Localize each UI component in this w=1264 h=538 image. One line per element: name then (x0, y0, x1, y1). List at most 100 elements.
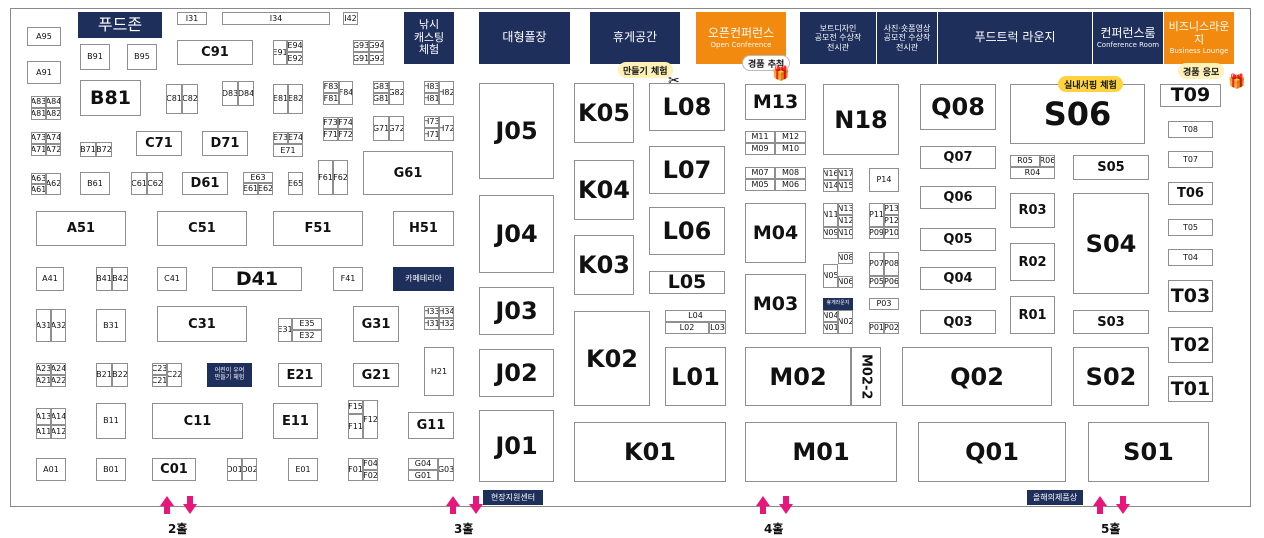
booth-e31[interactable]: E31 (278, 318, 292, 342)
booth-g94[interactable]: G94 (369, 40, 384, 52)
booth-e35[interactable]: E35 (292, 318, 322, 330)
booth-s02[interactable]: S02 (1073, 347, 1149, 406)
booth-b71[interactable]: B71 (80, 142, 96, 157)
booth-e94[interactable]: E94 (287, 40, 303, 52)
booth-c23[interactable]: C23 (152, 363, 167, 375)
booth-g04[interactable]: G04 (408, 458, 438, 470)
booth-c81[interactable]: C81 (166, 84, 182, 114)
booth-a91[interactable]: A91 (27, 61, 61, 84)
booth-g31[interactable]: G31 (353, 306, 399, 342)
award-gift-corner[interactable]: 올해의제품상 (1027, 490, 1083, 505)
booth-a73[interactable]: A73 (31, 132, 46, 144)
booth-n08[interactable]: N08 (838, 252, 853, 264)
booth-m12[interactable]: M12 (775, 131, 806, 143)
booth-a95[interactable]: A95 (27, 27, 61, 46)
booth-e92[interactable]: E92 (287, 52, 303, 65)
booth-s05[interactable]: S05 (1073, 155, 1149, 180)
booth-a01[interactable]: A01 (36, 458, 66, 481)
booth-n10[interactable]: N10 (838, 227, 853, 239)
booth-n09[interactable]: N09 (823, 227, 838, 239)
booth-a12[interactable]: A12 (51, 425, 66, 439)
booth-b01[interactable]: B01 (96, 458, 126, 481)
booth-n18[interactable]: N18 (823, 84, 899, 155)
booth-m02-2[interactable]: M02-2 (851, 347, 881, 406)
booth-m07[interactable]: M07 (745, 167, 775, 179)
booth-g93[interactable]: G93 (353, 40, 369, 52)
booth-d61[interactable]: D61 (182, 172, 228, 195)
booth-m05[interactable]: M05 (745, 179, 775, 191)
booth-g21[interactable]: G21 (353, 363, 399, 387)
booth-a22[interactable]: A22 (51, 375, 66, 387)
booth-a24[interactable]: A24 (51, 363, 66, 375)
booth-c21[interactable]: C21 (152, 375, 167, 387)
booth-g82[interactable]: G82 (389, 81, 404, 105)
booth-c22[interactable]: C22 (167, 363, 182, 387)
booth-n15[interactable]: N15 (838, 180, 853, 192)
booth-a14[interactable]: A14 (51, 408, 66, 425)
booth-a81[interactable]: A81 (31, 108, 46, 120)
booth-q06[interactable]: Q06 (920, 186, 996, 209)
booth-h71[interactable]: H71 (424, 128, 439, 141)
booth-k05[interactable]: K05 (574, 83, 634, 143)
booth-f84[interactable]: F84 (339, 81, 353, 105)
booth-a21[interactable]: A21 (36, 375, 51, 387)
booth-n01[interactable]: N01 (823, 322, 838, 334)
booth-t02[interactable]: T02 (1168, 327, 1213, 363)
booth-r06[interactable]: R06 (1040, 155, 1055, 167)
booth-t03[interactable]: T03 (1168, 280, 1213, 312)
booth-g61[interactable]: G61 (363, 151, 453, 195)
booth-g91[interactable]: G91 (353, 52, 369, 65)
booth-f51[interactable]: F51 (273, 211, 363, 246)
booth-e21[interactable]: E21 (278, 363, 322, 387)
booth-p14[interactable]: P14 (869, 168, 899, 192)
booth-b72[interactable]: B72 (96, 142, 112, 157)
booth-h34[interactable]: H34 (439, 306, 454, 318)
booth-a61[interactable]: A61 (31, 184, 46, 195)
booth-q02[interactable]: Q02 (902, 347, 1052, 406)
booth-a31[interactable]: A31 (36, 309, 51, 342)
booth-e01[interactable]: E01 (288, 458, 318, 481)
booth-q07[interactable]: Q07 (920, 146, 996, 169)
booth-e91[interactable]: E91 (273, 40, 287, 65)
booth-f61[interactable]: F61 (318, 160, 333, 195)
booth-a74[interactable]: A74 (46, 132, 61, 144)
booth-i42[interactable]: I42 (343, 12, 358, 25)
booth-d84[interactable]: D84 (238, 81, 254, 106)
booth-a41[interactable]: A41 (36, 267, 64, 291)
booth-f02[interactable]: F02 (363, 470, 378, 481)
booth-d83[interactable]: D83 (222, 81, 238, 106)
booth-p07[interactable]: P07 (869, 252, 884, 276)
booth-a84[interactable]: A84 (46, 96, 61, 108)
booth-r05[interactable]: R05 (1010, 155, 1040, 167)
booth-d02[interactable]: D02 (242, 458, 257, 481)
zone-large-pool[interactable]: 대형풀장 (479, 12, 570, 64)
booth-b21[interactable]: B21 (96, 363, 112, 387)
booth-g11[interactable]: G11 (408, 412, 454, 439)
booth-n13[interactable]: N13 (838, 203, 853, 215)
booth-g03[interactable]: G03 (438, 458, 454, 481)
booth-p12[interactable]: P12 (884, 215, 899, 227)
booth-m09[interactable]: M09 (745, 143, 775, 155)
booth-r04[interactable]: R04 (1010, 167, 1055, 179)
booth-c11[interactable]: C11 (152, 403, 243, 439)
booth-e82[interactable]: E82 (288, 84, 303, 114)
booth-t04[interactable]: T04 (1168, 249, 1213, 266)
booth-h32[interactable]: H32 (439, 318, 454, 330)
booth-t09[interactable]: T09 (1160, 84, 1221, 107)
booth-f15[interactable]: F15 (348, 400, 363, 414)
booth-h21[interactable]: H21 (424, 347, 454, 396)
booth-t05[interactable]: T05 (1168, 219, 1213, 236)
booth-m04[interactable]: M04 (745, 203, 806, 263)
booth-m10[interactable]: M10 (775, 143, 806, 155)
booth-f01[interactable]: F01 (348, 458, 363, 481)
booth-r01[interactable]: R01 (1010, 296, 1055, 334)
booth-h31[interactable]: H31 (424, 318, 439, 330)
booth-b61[interactable]: B61 (80, 172, 110, 195)
booth-c91[interactable]: C91 (177, 40, 253, 65)
booth-p09[interactable]: P09 (869, 227, 884, 239)
booth-i34[interactable]: I34 (222, 12, 330, 25)
